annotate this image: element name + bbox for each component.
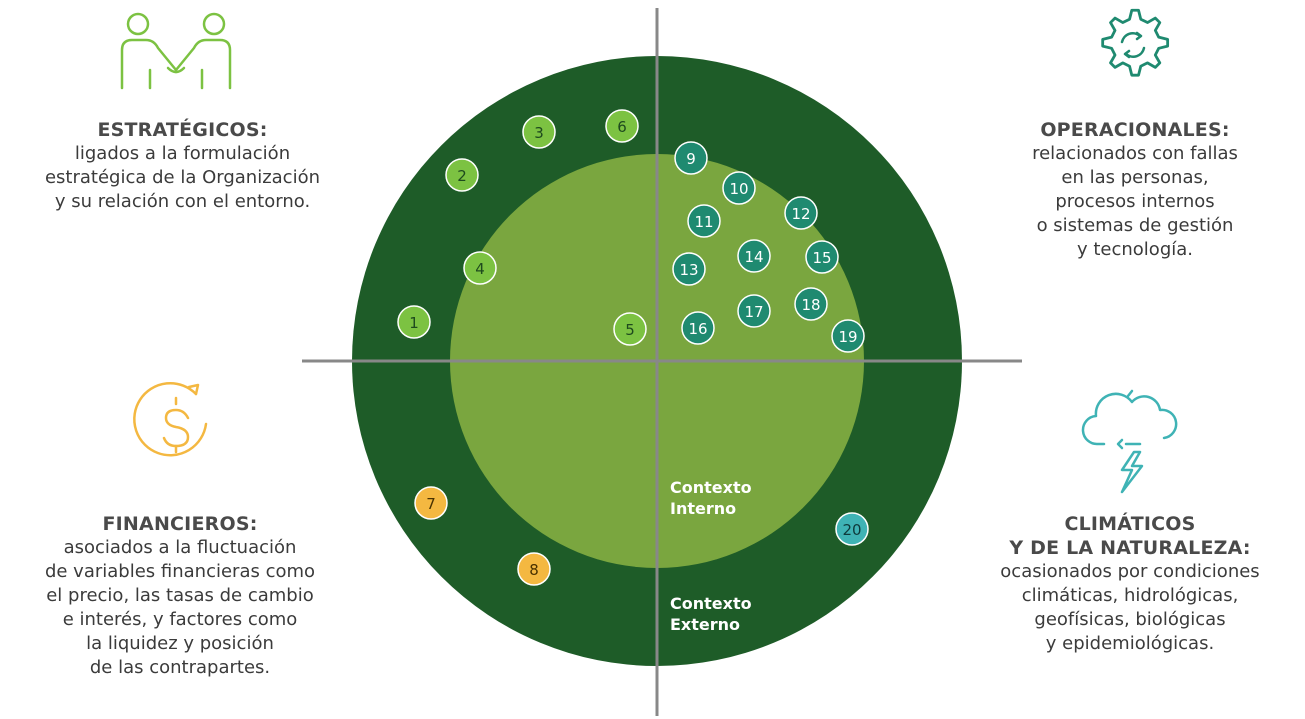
risk-badge-circle <box>522 115 556 149</box>
operational-desc-line: o sistemas de gestión <box>1036 215 1234 236</box>
risk-badge-circle <box>463 251 497 285</box>
climatic-title-line: CLIMÁTICOS <box>1064 513 1196 535</box>
risk-badge-1: 1 <box>397 305 431 339</box>
risk-badge-4: 4 <box>463 251 497 285</box>
risk-badge-label: 10 <box>729 180 748 198</box>
risk-badge-circle <box>681 311 715 345</box>
risk-badge-17: 17 <box>737 294 771 328</box>
risk-badge-circle <box>737 294 771 328</box>
risk-badge-16: 16 <box>681 311 715 345</box>
strategic-category: ESTRATÉGICOS: ligados a la formulación e… <box>0 118 365 214</box>
risk-badge-label: 19 <box>838 328 857 346</box>
risk-badge-19: 19 <box>831 319 865 353</box>
risk-badge-circle <box>613 312 647 346</box>
risk-badge-13: 13 <box>672 252 706 286</box>
risk-badge-9: 9 <box>674 141 708 175</box>
internal-context-label: Contexto Interno <box>670 478 757 518</box>
risk-badge-14: 14 <box>737 239 771 273</box>
risk-badge-circle <box>414 486 448 520</box>
operational-category: OPERACIONALES: relacionados con fallas e… <box>965 118 1305 262</box>
internal-context-line-2: Interno <box>670 499 736 518</box>
financial-desc-line: la liquidez y posición <box>86 633 274 654</box>
storm-cloud-icon <box>1081 389 1178 494</box>
handshake-icon <box>120 12 232 90</box>
risk-badge-6: 6 <box>605 109 639 143</box>
climatic-desc-line: y epidemiológicas. <box>1045 633 1215 654</box>
risk-badge-label: 12 <box>791 205 810 223</box>
risk-badge-label: 6 <box>617 118 627 136</box>
risk-badge-10: 10 <box>722 171 756 205</box>
external-context-line-1: Contexto <box>670 594 752 613</box>
financial-category: FINANCIEROS: asociados a la fluctuación … <box>0 512 360 680</box>
risk-badge-label: 8 <box>529 561 539 579</box>
risk-badge-label: 3 <box>534 124 544 142</box>
operational-desc-line: procesos internos <box>1055 191 1215 212</box>
risk-badge-3: 3 <box>522 115 556 149</box>
risk-badge-label: 13 <box>679 261 698 279</box>
internal-context-line-1: Contexto <box>670 478 752 497</box>
risk-badge-7: 7 <box>414 486 448 520</box>
risk-badge-circle <box>784 196 818 230</box>
financial-desc-line: de las contrapartes. <box>89 657 271 678</box>
risk-badge-circle <box>605 109 639 143</box>
risk-badge-label: 2 <box>457 167 467 185</box>
risk-badge-circle <box>672 252 706 286</box>
financial-desc-line: asociados a la fluctuación <box>63 537 297 558</box>
risk-badge-label: 7 <box>426 495 436 513</box>
risk-badge-circle <box>805 240 839 274</box>
climatic-desc-line: geofísicas, biológicas <box>1034 609 1226 630</box>
external-context-label: Contexto Externo <box>670 594 757 634</box>
strategic-desc-line: y su relación con el entorno. <box>54 191 311 212</box>
risk-badge-circle <box>445 158 479 192</box>
risk-badge-20: 20 <box>835 512 869 546</box>
risk-badge-label: 1 <box>409 314 419 332</box>
gear-cycle-icon <box>1101 8 1170 77</box>
risk-badge-label: 20 <box>842 521 861 539</box>
risk-badge-circle <box>831 319 865 353</box>
risk-badge-circle <box>737 239 771 273</box>
risk-badge-label: 14 <box>744 248 763 266</box>
strategic-desc-line: estratégica de la Organización <box>44 167 321 188</box>
climatic-category: CLIMÁTICOS Y DE LA NATURALEZA: ocasionad… <box>955 512 1305 656</box>
operational-desc-line: en las personas, <box>1061 167 1209 188</box>
risk-badge-8: 8 <box>517 552 551 586</box>
climatic-title-line: Y DE LA NATURALEZA: <box>1009 537 1251 559</box>
risk-badge-15: 15 <box>805 240 839 274</box>
risk-badge-12: 12 <box>784 196 818 230</box>
operational-desc-line: relacionados con fallas <box>1032 143 1238 164</box>
risk-badge-label: 9 <box>686 150 696 168</box>
external-context-line-2: Externo <box>670 615 740 634</box>
risk-badge-2: 2 <box>445 158 479 192</box>
financial-title: FINANCIEROS: <box>102 513 258 535</box>
risk-badge-circle <box>674 141 708 175</box>
risk-badge-circle <box>835 512 869 546</box>
risk-badge-label: 16 <box>688 320 707 338</box>
risk-badge-label: 18 <box>801 296 820 314</box>
financial-desc-line: de variables financieras como <box>44 561 316 582</box>
risk-badge-label: 5 <box>625 321 635 339</box>
risk-badge-label: 17 <box>744 303 763 321</box>
risk-badge-circle <box>794 287 828 321</box>
financial-desc-line: e interés, y factores como <box>62 609 298 630</box>
risk-badge-11: 11 <box>687 204 721 238</box>
risk-badge-circle <box>517 552 551 586</box>
operational-desc-line: y tecnología. <box>1076 239 1193 260</box>
risk-badge-circle <box>687 204 721 238</box>
risk-badge-circle <box>722 171 756 205</box>
climatic-desc-line: ocasionados por condiciones <box>1000 561 1260 582</box>
operational-title: OPERACIONALES: <box>1040 119 1230 141</box>
risk-badge-circle <box>397 305 431 339</box>
risk-badge-label: 15 <box>812 249 831 267</box>
strategic-desc-line: ligados a la formulación <box>74 143 291 164</box>
strategic-title: ESTRATÉGICOS: <box>97 119 268 141</box>
risk-badge-label: 11 <box>694 213 713 231</box>
risk-badge-18: 18 <box>794 287 828 321</box>
risk-badge-5: 5 <box>613 312 647 346</box>
financial-desc-line: el precio, las tasas de cambio <box>46 585 314 606</box>
risk-badge-label: 4 <box>475 260 485 278</box>
climatic-desc-line: climáticas, hidrológicas, <box>1021 585 1239 606</box>
dollar-coin-icon <box>133 381 208 457</box>
